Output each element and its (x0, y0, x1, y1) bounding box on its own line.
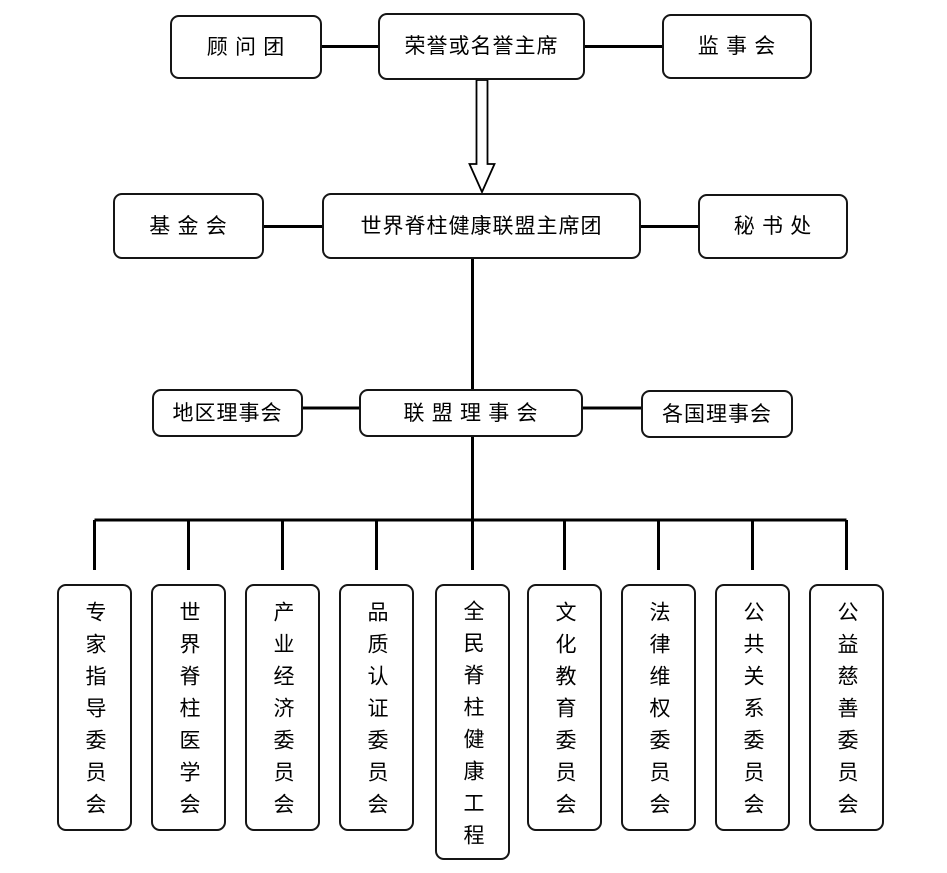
box-advisory-group: 顾 问 团 (170, 15, 322, 79)
box-label: 法律维权委员会 (647, 601, 671, 825)
box-label: 各国理事会 (662, 401, 772, 426)
box-presidium: 世界脊柱健康联盟主席团 (322, 193, 641, 259)
box-regional-council: 地区理事会 (152, 389, 303, 437)
box-label: 文化教育委员会 (553, 601, 577, 825)
box-label: 全民脊柱健康工程 (461, 599, 485, 856)
box-honorary-chairman: 荣誉或名誉主席 (378, 13, 585, 80)
box-committee-expert-guidance: 专家指导委员会 (57, 584, 132, 831)
box-committee-legal-rights: 法律维权委员会 (621, 584, 696, 831)
box-alliance-council: 联 盟 理 事 会 (359, 389, 583, 437)
box-label: 世界脊柱健康联盟主席团 (360, 213, 603, 238)
box-committee-public-relations: 公共关系委员会 (715, 584, 790, 831)
box-label: 公共关系委员会 (741, 601, 765, 825)
box-secretariat: 秘 书 处 (698, 194, 848, 259)
box-label: 顾 问 团 (206, 34, 286, 59)
box-label: 品质认证委员会 (365, 601, 389, 825)
box-supervisory-board: 监 事 会 (662, 14, 812, 79)
box-label: 联 盟 理 事 会 (403, 400, 539, 425)
box-committee-world-spine-medical: 世界脊柱医学会 (151, 584, 226, 831)
box-label: 基 金 会 (149, 213, 228, 238)
box-label: 专家指导委员会 (83, 601, 107, 825)
box-label: 产业经济委员会 (271, 601, 295, 825)
box-committee-charity: 公益慈善委员会 (809, 584, 884, 831)
box-label: 监 事 会 (697, 34, 777, 58)
box-label: 世界脊柱医学会 (177, 601, 201, 825)
box-committee-national-spine-health-project: 全民脊柱健康工程 (435, 584, 510, 860)
box-committee-quality-certification: 品质认证委员会 (339, 584, 414, 831)
box-foundation: 基 金 会 (113, 193, 264, 259)
box-label: 公益慈善委员会 (835, 601, 859, 825)
box-label: 秘 书 处 (733, 214, 813, 238)
box-label: 荣誉或名誉主席 (404, 34, 559, 58)
box-committee-industrial-economy: 产业经济委员会 (245, 584, 320, 831)
box-committee-culture-education: 文化教育委员会 (527, 584, 602, 831)
box-label: 地区理事会 (172, 400, 283, 425)
box-national-councils: 各国理事会 (641, 390, 793, 438)
down-arrow (468, 79, 496, 195)
